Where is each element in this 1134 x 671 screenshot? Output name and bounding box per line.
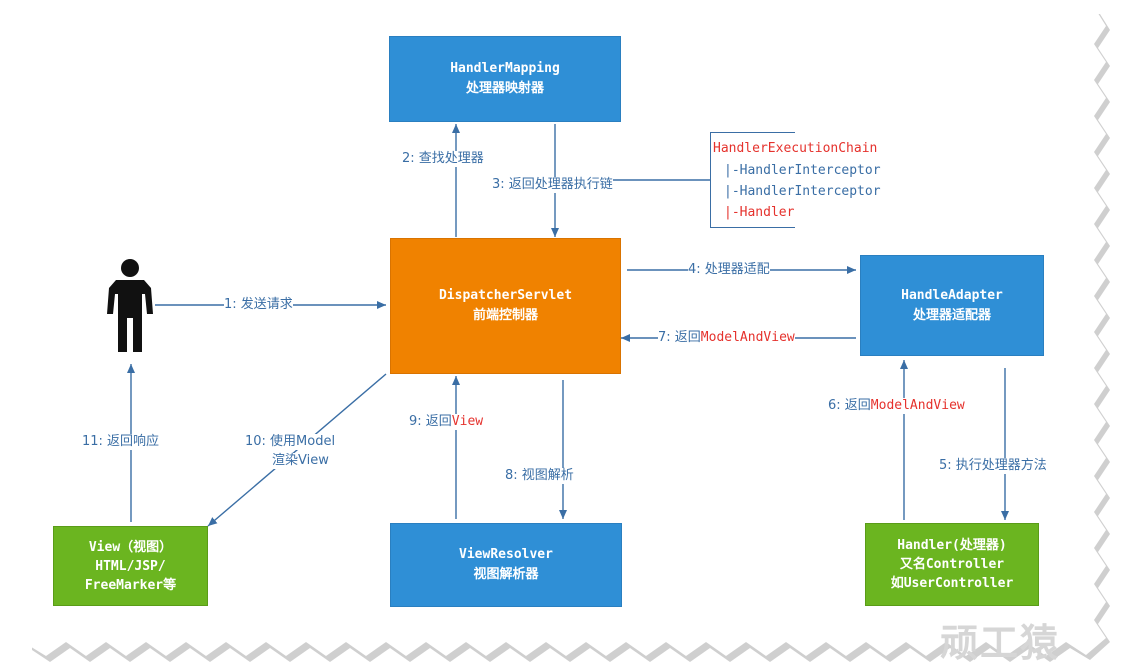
edge-10-label-line-2: 渲染View	[272, 453, 329, 469]
edge-3-label: 3: 返回处理器执行链	[492, 177, 613, 193]
user-person-icon	[107, 259, 153, 352]
edge-6-code: ModelAndView	[870, 398, 965, 413]
handler-name: Handler(处理器)	[897, 538, 1007, 553]
edge-7-label: 7: 返回ModelAndView	[658, 330, 795, 346]
view-name: View（视图）	[88, 539, 173, 555]
chain-item-interceptor-2: |-HandlerInterceptor	[724, 184, 881, 199]
view-types: HTML/JSP/	[95, 558, 166, 574]
view-types-2: FreeMarker等	[84, 577, 177, 593]
handler-mapping-node: HandlerMapping 处理器映射器	[389, 36, 621, 122]
handler-node: Handler(处理器) 又名Controller 如UserControlle…	[865, 523, 1039, 606]
chain-title: HandlerExecutionChain	[713, 141, 878, 156]
chain-item-interceptor-1: |-HandlerInterceptor	[724, 163, 881, 178]
edge-9-prefix: 9: 返回	[409, 414, 452, 429]
edge-4-label: 4: 处理器适配	[688, 262, 770, 278]
edge-11-label: 11: 返回响应	[82, 434, 160, 450]
edge-9-code: View	[451, 414, 484, 429]
edge-9-label: 9: 返回View	[409, 414, 484, 430]
handle-adapter-node: HandleAdapter 处理器适配器	[860, 255, 1044, 356]
edge-6-prefix: 6: 返回	[828, 398, 871, 413]
edge-10-line	[207, 373, 387, 527]
view-resolver-node: ViewResolver 视图解析器	[390, 523, 622, 607]
dispatcher-servlet-node: DispatcherServlet 前端控制器	[390, 238, 621, 374]
handler-example: 如UserController	[890, 576, 1014, 591]
edge-7-prefix: 7: 返回	[658, 330, 701, 345]
handle-adapter-cn: 处理器适配器	[912, 307, 991, 323]
dispatcher-servlet-cn: 前端控制器	[472, 308, 538, 323]
view-node: View（视图） HTML/JSP/ FreeMarker等	[53, 526, 208, 606]
watermark-logo: 顽工猿	[940, 621, 1061, 665]
edge-7-code: ModelAndView	[700, 330, 795, 345]
edge-5-label: 5: 执行处理器方法	[939, 458, 1047, 474]
view-resolver-name: ViewResolver	[459, 547, 553, 562]
view-resolver-cn: 视图解析器	[473, 567, 539, 582]
edge-1-label: 1: 发送请求	[224, 297, 293, 313]
chain-item-handler: |-Handler	[724, 205, 795, 220]
handler-mapping-name: HandlerMapping	[450, 61, 560, 76]
handler-alias: 又名Controller	[899, 557, 1005, 572]
handler-mapping-cn: 处理器映射器	[465, 81, 544, 96]
dispatcher-servlet-name: DispatcherServlet	[438, 288, 573, 303]
handler-execution-chain-bracket	[710, 132, 795, 228]
handle-adapter-name: HandleAdapter	[901, 287, 1003, 303]
edge-10-label-line-1: 10: 使用Model	[245, 434, 336, 450]
edge-6-label: 6: 返回ModelAndView	[828, 398, 965, 414]
edge-2-label: 2: 查找处理器	[402, 151, 484, 167]
edge-lines	[127, 124, 1009, 527]
edge-8-label: 8: 视图解析	[505, 468, 574, 484]
